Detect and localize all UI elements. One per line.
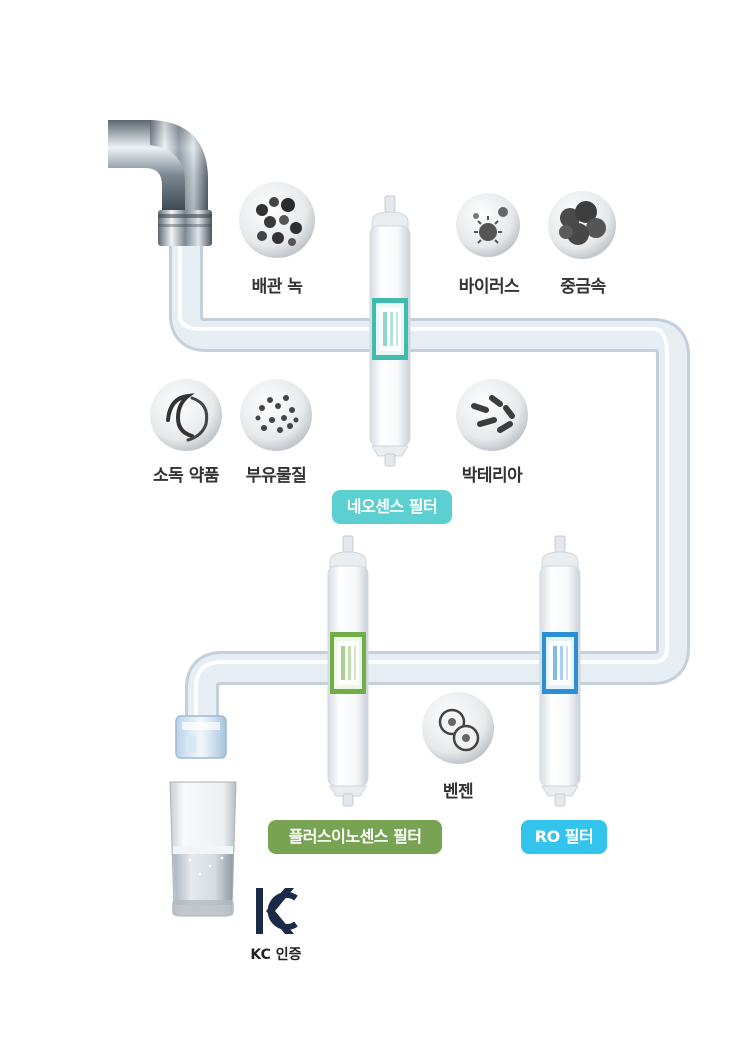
filter-plus-inosense xyxy=(327,535,369,807)
virus-icon xyxy=(456,193,520,257)
contaminant-label-virus: 바이러스 xyxy=(458,277,520,297)
water-pipe xyxy=(169,210,690,720)
contaminant-label-benzene: 벤젠 xyxy=(442,782,474,802)
faucet xyxy=(108,120,212,246)
contaminant-label-suspended-matter: 부유물질 xyxy=(245,466,307,486)
bacteria-icon xyxy=(456,379,528,451)
heavy-metal-cluster-icon xyxy=(548,191,616,259)
filter-neosense xyxy=(369,195,411,467)
certification-label: KC 인증 xyxy=(250,947,302,963)
contaminant-label-bacteria: 박테리아 xyxy=(461,466,523,486)
filter-label-neosense: 네오센스 필터 xyxy=(332,490,452,524)
filter-label-ro: RO 필터 xyxy=(521,820,607,854)
water-glass xyxy=(169,781,237,917)
contaminant-label-heavy-metal: 중금속 xyxy=(560,277,606,297)
filter-label-plus-inosense: 플러스이노센스 필터 xyxy=(268,820,442,854)
filter-ro xyxy=(539,535,581,807)
rust-particles-icon xyxy=(239,182,315,258)
kc-mark xyxy=(256,888,298,934)
outlet-connector xyxy=(175,715,227,759)
suspended-particles-icon xyxy=(240,379,312,451)
contaminant-label-disinfectant: 소독 약품 xyxy=(153,466,219,486)
benzene-cells-icon xyxy=(422,692,494,764)
contaminant-label-rust: 배관 녹 xyxy=(251,277,303,297)
disinfectant-swirl-icon xyxy=(150,379,222,451)
